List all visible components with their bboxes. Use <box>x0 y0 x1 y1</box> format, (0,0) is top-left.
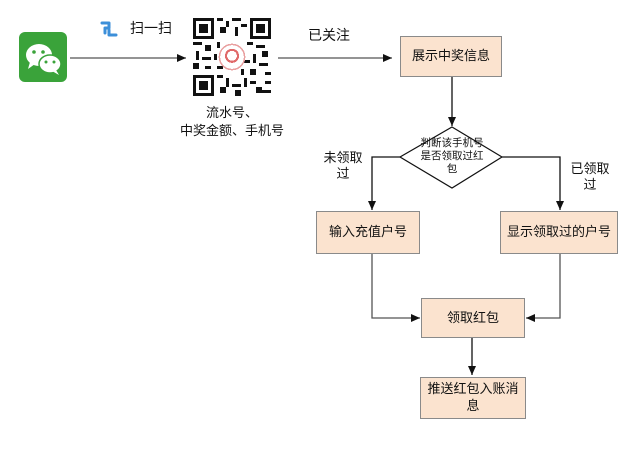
qr-caption-line2: 中奖金额、手机号 <box>179 124 284 139</box>
qr-caption-line1: 流水号、 <box>205 106 258 121</box>
scan-label: 扫一扫 <box>130 21 172 37</box>
arrow-claimed-to-claim <box>526 254 561 322</box>
followed-label: 已关注 <box>308 28 350 44</box>
arrow-decision-to-claimed <box>502 156 564 210</box>
decision-line2: 是否领取过红 <box>420 150 484 162</box>
decision-text: 判断该手机号 是否领取过红 包 <box>405 137 499 176</box>
decision-diamond <box>398 126 504 189</box>
not-claimed-line1: 未领取 <box>323 151 363 166</box>
push-line2: 息 <box>466 399 480 414</box>
decision-line1: 判断该手机号 <box>420 137 484 149</box>
not-claimed-label: 未领取 过 <box>320 151 366 183</box>
scan-icon <box>100 20 118 38</box>
show-prize-box: 展示中奖信息 <box>400 36 502 77</box>
push-message-box: 推送红包入账消 息 <box>420 377 526 419</box>
claim-packet-box: 领取红包 <box>421 298 525 338</box>
arrow-input-to-claim <box>371 254 420 322</box>
claimed-label: 已领取 过 <box>566 162 614 194</box>
claimed-line2: 过 <box>583 178 597 193</box>
show-claimed-account-box: 显示领取过的户号 <box>500 211 618 254</box>
arrow-decision-to-input <box>368 156 400 210</box>
claimed-line1: 已领取 <box>570 162 610 177</box>
qr-code-icon <box>193 18 271 96</box>
not-claimed-line2: 过 <box>336 167 350 182</box>
wechat-logo-icon <box>19 32 67 82</box>
decision-line3: 包 <box>446 163 458 175</box>
push-line1: 推送红包入账消 <box>427 382 519 397</box>
input-account-box: 输入充值户号 <box>316 211 420 254</box>
